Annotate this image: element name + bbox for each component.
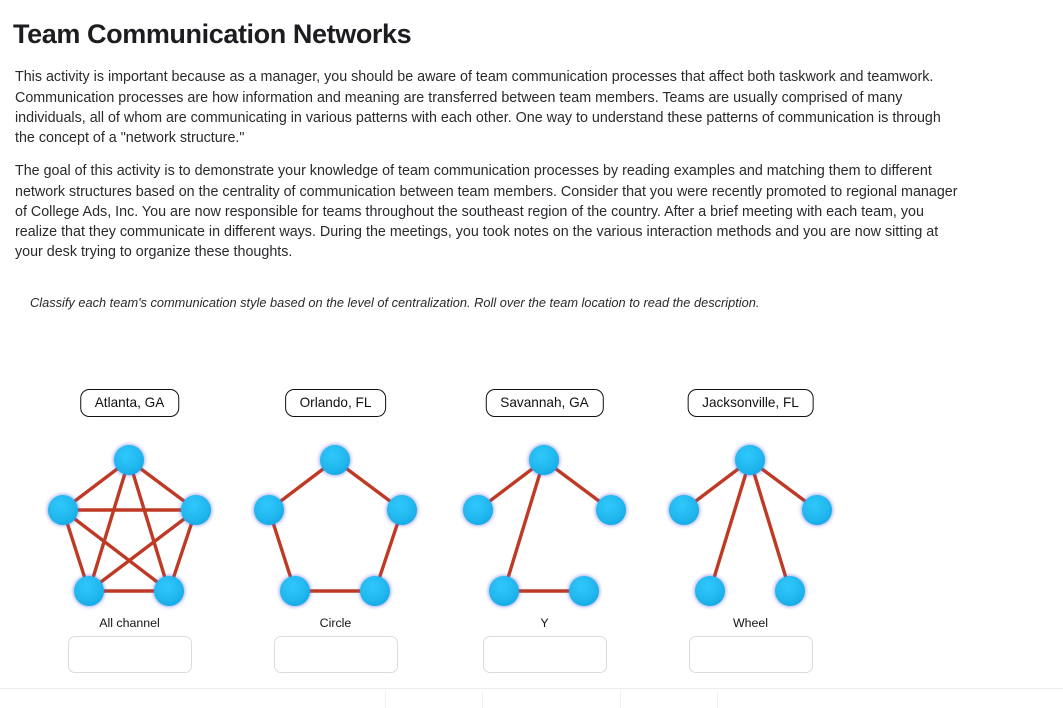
network-card-circle: Orlando, FL Circle <box>232 380 439 680</box>
network-card-y: Savannah, GA Y <box>441 380 648 680</box>
node-group <box>668 444 833 607</box>
network-node <box>181 495 211 525</box>
location-chip[interactable]: Jacksonville, FL <box>687 389 814 417</box>
network-node <box>669 495 699 525</box>
network-node <box>254 495 284 525</box>
network-edge <box>502 458 546 593</box>
network-node <box>48 495 78 525</box>
edge-group <box>61 458 198 593</box>
node-group <box>47 444 212 607</box>
edge-group <box>682 458 819 593</box>
structure-caption: All channel <box>99 616 160 630</box>
network-node <box>735 445 765 475</box>
network-node <box>489 576 519 606</box>
network-node <box>463 495 493 525</box>
column-tick <box>717 691 718 708</box>
network-edge <box>87 458 131 593</box>
column-tick <box>385 691 386 708</box>
network-node <box>569 576 599 606</box>
intro-paragraph-2: The goal of this activity is to demonstr… <box>15 163 958 261</box>
network-node <box>360 576 390 606</box>
network-edge <box>748 458 792 593</box>
network-card-row: Atlanta, GA All channel Orlando, FL Circle S… <box>0 380 1063 680</box>
edge-group <box>476 458 613 593</box>
network-edge <box>61 508 171 593</box>
network-node <box>320 445 350 475</box>
network-node <box>802 495 832 525</box>
node-group <box>253 444 418 607</box>
network-node <box>529 445 559 475</box>
network-edge <box>708 458 752 593</box>
network-graph <box>441 428 648 618</box>
structure-caption: Y <box>540 616 549 630</box>
answer-drop-box[interactable] <box>482 636 607 673</box>
structure-caption: Wheel <box>732 616 769 630</box>
network-node <box>74 576 104 606</box>
network-graph <box>647 428 854 618</box>
activity-instruction: Classify each team's communication style… <box>30 294 760 310</box>
network-node <box>154 576 184 606</box>
answer-drop-box[interactable] <box>273 636 398 673</box>
network-graph <box>26 428 233 618</box>
network-node <box>387 495 417 525</box>
network-node <box>775 576 805 606</box>
answer-drop-box[interactable] <box>688 636 813 673</box>
network-edge <box>87 508 198 593</box>
edge-group <box>267 458 404 593</box>
answer-drop-box[interactable] <box>67 636 192 673</box>
location-chip[interactable]: Savannah, GA <box>485 389 604 417</box>
location-chip[interactable]: Atlanta, GA <box>79 389 180 417</box>
network-node <box>695 576 725 606</box>
column-tick <box>482 691 483 708</box>
network-graph <box>232 428 439 618</box>
structure-caption: Circle <box>319 616 352 630</box>
network-node <box>280 576 310 606</box>
page-title: Team Communication Networks <box>13 19 412 50</box>
column-tick <box>620 691 621 708</box>
location-chip[interactable]: Orlando, FL <box>284 389 387 417</box>
network-card-all-channel: Atlanta, GA All channel <box>26 380 233 680</box>
intro-paragraph-1: This activity is important because as a … <box>15 69 941 146</box>
bottom-divider <box>0 688 1063 689</box>
node-group <box>462 444 627 607</box>
network-card-wheel: Jacksonville, FL Wheel <box>647 380 854 680</box>
network-node <box>114 445 144 475</box>
network-edge <box>127 458 171 593</box>
network-node <box>596 495 626 525</box>
